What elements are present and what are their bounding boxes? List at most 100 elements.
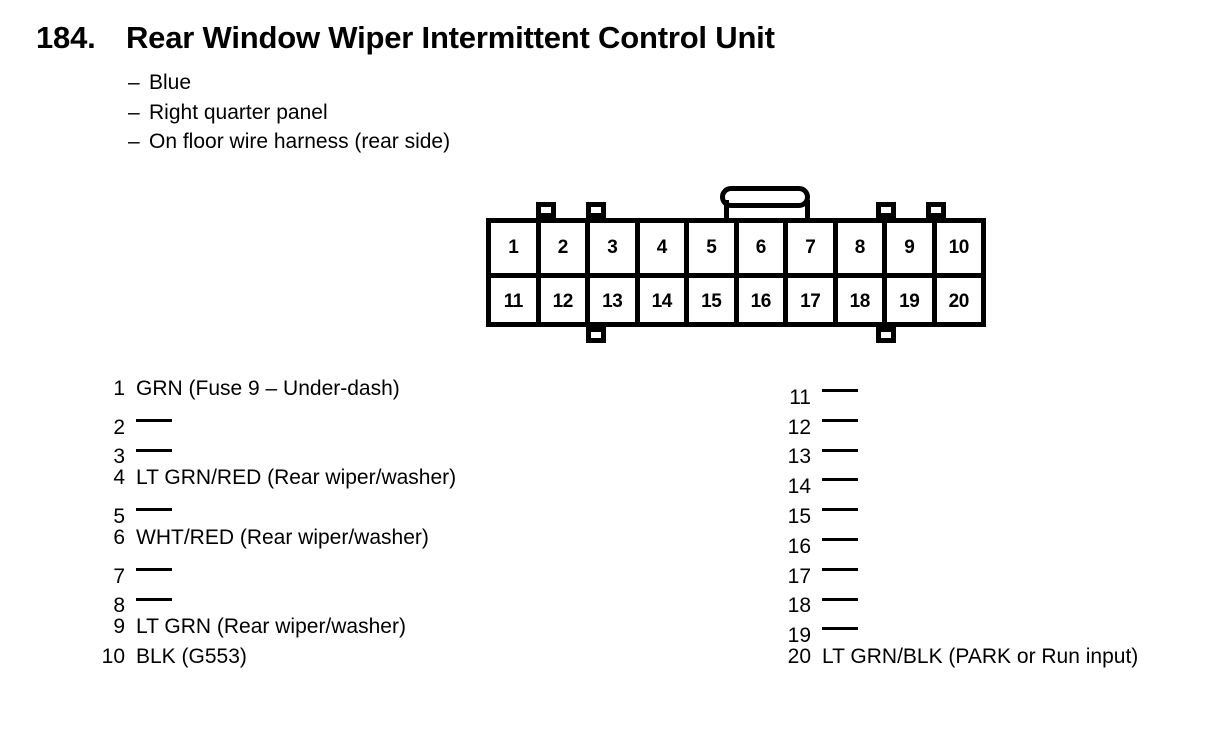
attribute-label: Right quarter panel [149, 100, 328, 124]
pin-description: WHT/RED (Rear wiper/washer) [136, 525, 429, 549]
retention-tab-top-1 [536, 202, 556, 218]
pin-number: 11 [789, 385, 811, 409]
pin-number: 8 [113, 594, 125, 618]
pin-assignment-row: 1 GRN (Fuse 9 – Under-dash) [96, 374, 456, 404]
connector-pin-cell: 17 [788, 277, 838, 327]
pin-number: 10 [101, 645, 125, 669]
pin-description-empty [822, 583, 858, 613]
connector-pin-row-bottom: 11 12 13 14 15 16 17 18 19 20 [491, 277, 981, 327]
pin-number: 16 [787, 534, 811, 558]
connector-pin-cell: 5 [689, 223, 739, 273]
pin-number: 5 [113, 504, 125, 528]
pin-description-empty [822, 493, 858, 523]
pin-number: 19 [787, 624, 811, 648]
pin-assignment-row: 20 LT GRN/BLK (PARK or Run input) [782, 642, 1139, 672]
pin-assignment-row: 6 WHT/RED (Rear wiper/washer) [96, 523, 456, 553]
connector-pin-cell: 20 [948, 291, 970, 313]
retention-tab-bottom-1 [586, 327, 606, 343]
pin-number: 18 [787, 594, 811, 618]
pin-description-empty [136, 434, 172, 464]
latch-leg-right [805, 200, 810, 224]
dash-bullet-icon: – [128, 100, 140, 124]
attribute-item: –On floor wire harness (rear side) [128, 127, 1036, 157]
pin-number: 17 [787, 564, 811, 588]
retention-tab-top-4 [926, 202, 946, 218]
pin-number: 4 [113, 466, 125, 490]
pin-assignment-row: 19 [782, 612, 1138, 647]
item-number: 184. [36, 20, 96, 55]
pin-number: 20 [787, 645, 811, 669]
pin-assignment-row: 16 [782, 523, 1138, 558]
pin-assignment-row: 13 [782, 434, 1138, 468]
pin-number: 15 [787, 504, 811, 528]
pin-assignment-row: 11 [782, 374, 1138, 409]
connector-pin-cell: 13 [590, 277, 640, 327]
latch-leg-left [724, 200, 729, 224]
connector-pin-cell: 10 [948, 236, 970, 258]
connector-pin-cell: 7 [788, 223, 838, 273]
connector-pin-cell: 11 [491, 277, 541, 327]
connector-pin-cell: 19 [887, 277, 937, 327]
pin-number: 13 [787, 445, 811, 469]
pin-number: 14 [787, 475, 811, 499]
pin-number: 9 [113, 615, 125, 639]
pin-assignment-row: 9 LT GRN (Rear wiper/washer) [96, 612, 456, 642]
pin-assignment-row: 4 LT GRN/RED (Rear wiper/washer) [96, 463, 456, 493]
pin-number: 7 [113, 564, 125, 588]
retention-tab-bottom-2 [876, 327, 896, 343]
attribute-item: –Right quarter panel [128, 98, 1036, 128]
pin-assignment-row: 12 [782, 404, 1138, 439]
connector-pin-cell: 1 [491, 223, 541, 273]
connector-pin-cell: 4 [640, 223, 689, 273]
retention-tab-top-2 [586, 202, 606, 218]
pin-number: 12 [787, 415, 811, 439]
pin-assignment-row: 14 [782, 463, 1138, 498]
pin-number: 3 [113, 445, 125, 469]
pin-description: LT GRN/BLK (PARK or Run input) [822, 645, 1139, 669]
pin-number: 2 [113, 415, 125, 439]
dash-bullet-icon: – [128, 71, 140, 94]
pin-description: LT GRN/RED (Rear wiper/washer) [136, 466, 457, 490]
connector-pin-cell: 12 [541, 277, 590, 327]
pin-assignment-row: 5 [96, 493, 456, 528]
dash-bullet-icon: – [128, 130, 140, 153]
connector-pin-cell: 14 [640, 277, 689, 327]
pin-description-empty [136, 553, 172, 583]
connector-pin-cell: 6 [739, 223, 788, 273]
connector-diagram: 1 2 3 4 5 6 7 8 9 10 11 12 13 14 15 16 1… [486, 186, 986, 346]
pin-description-empty [136, 493, 172, 523]
attribute-list: –Blue –Right quarter panel –On floor wir… [128, 68, 1036, 157]
title-text: Rear Window Wiper Intermittent Control U… [126, 20, 775, 55]
pin-assignment-row: 3 [96, 434, 456, 468]
pin-assignment-row: 2 [96, 404, 456, 439]
connector-latch-icon [720, 186, 810, 208]
connector-pin-cell: 2 [541, 223, 590, 273]
pin-description: LT GRN (Rear wiper/washer) [136, 615, 406, 639]
attribute-label: Blue [149, 71, 192, 94]
connector-pin-cell: 18 [838, 277, 887, 327]
attribute-label: On floor wire harness (rear side) [149, 130, 451, 153]
pin-description-empty [136, 404, 172, 434]
pin-assignment-row: 7 [96, 553, 456, 588]
page-title: 184. Rear Window Wiper Intermittent Contr… [36, 18, 1036, 58]
pin-description-empty [822, 463, 858, 493]
page-header: 184. Rear Window Wiper Intermittent Contr… [36, 18, 1036, 157]
pin-description-empty [822, 374, 858, 404]
retention-tab-top-3 [876, 202, 896, 218]
pin-description-empty [822, 434, 858, 464]
pin-description: GRN (Fuse 9 – Under-dash) [136, 377, 400, 400]
pin-description-empty [822, 612, 858, 642]
pin-assignment-row: 8 [96, 583, 456, 617]
connector-pin-cell: 8 [838, 223, 887, 273]
connector-pin-cell: 16 [739, 277, 788, 327]
pin-description-empty [822, 523, 858, 553]
pin-description: BLK (G553) [136, 645, 247, 669]
pin-description-empty [822, 404, 858, 434]
connector-pin-cell: 3 [590, 223, 640, 273]
pin-assignment-row: 18 [782, 583, 1138, 617]
pin-assignment-row: 17 [782, 553, 1138, 588]
pin-description-empty [822, 553, 858, 583]
connector-body: 1 2 3 4 5 6 7 8 9 10 11 12 13 14 15 16 1… [486, 218, 986, 327]
pin-description-empty [136, 583, 172, 613]
connector-pin-cell: 9 [887, 223, 937, 273]
